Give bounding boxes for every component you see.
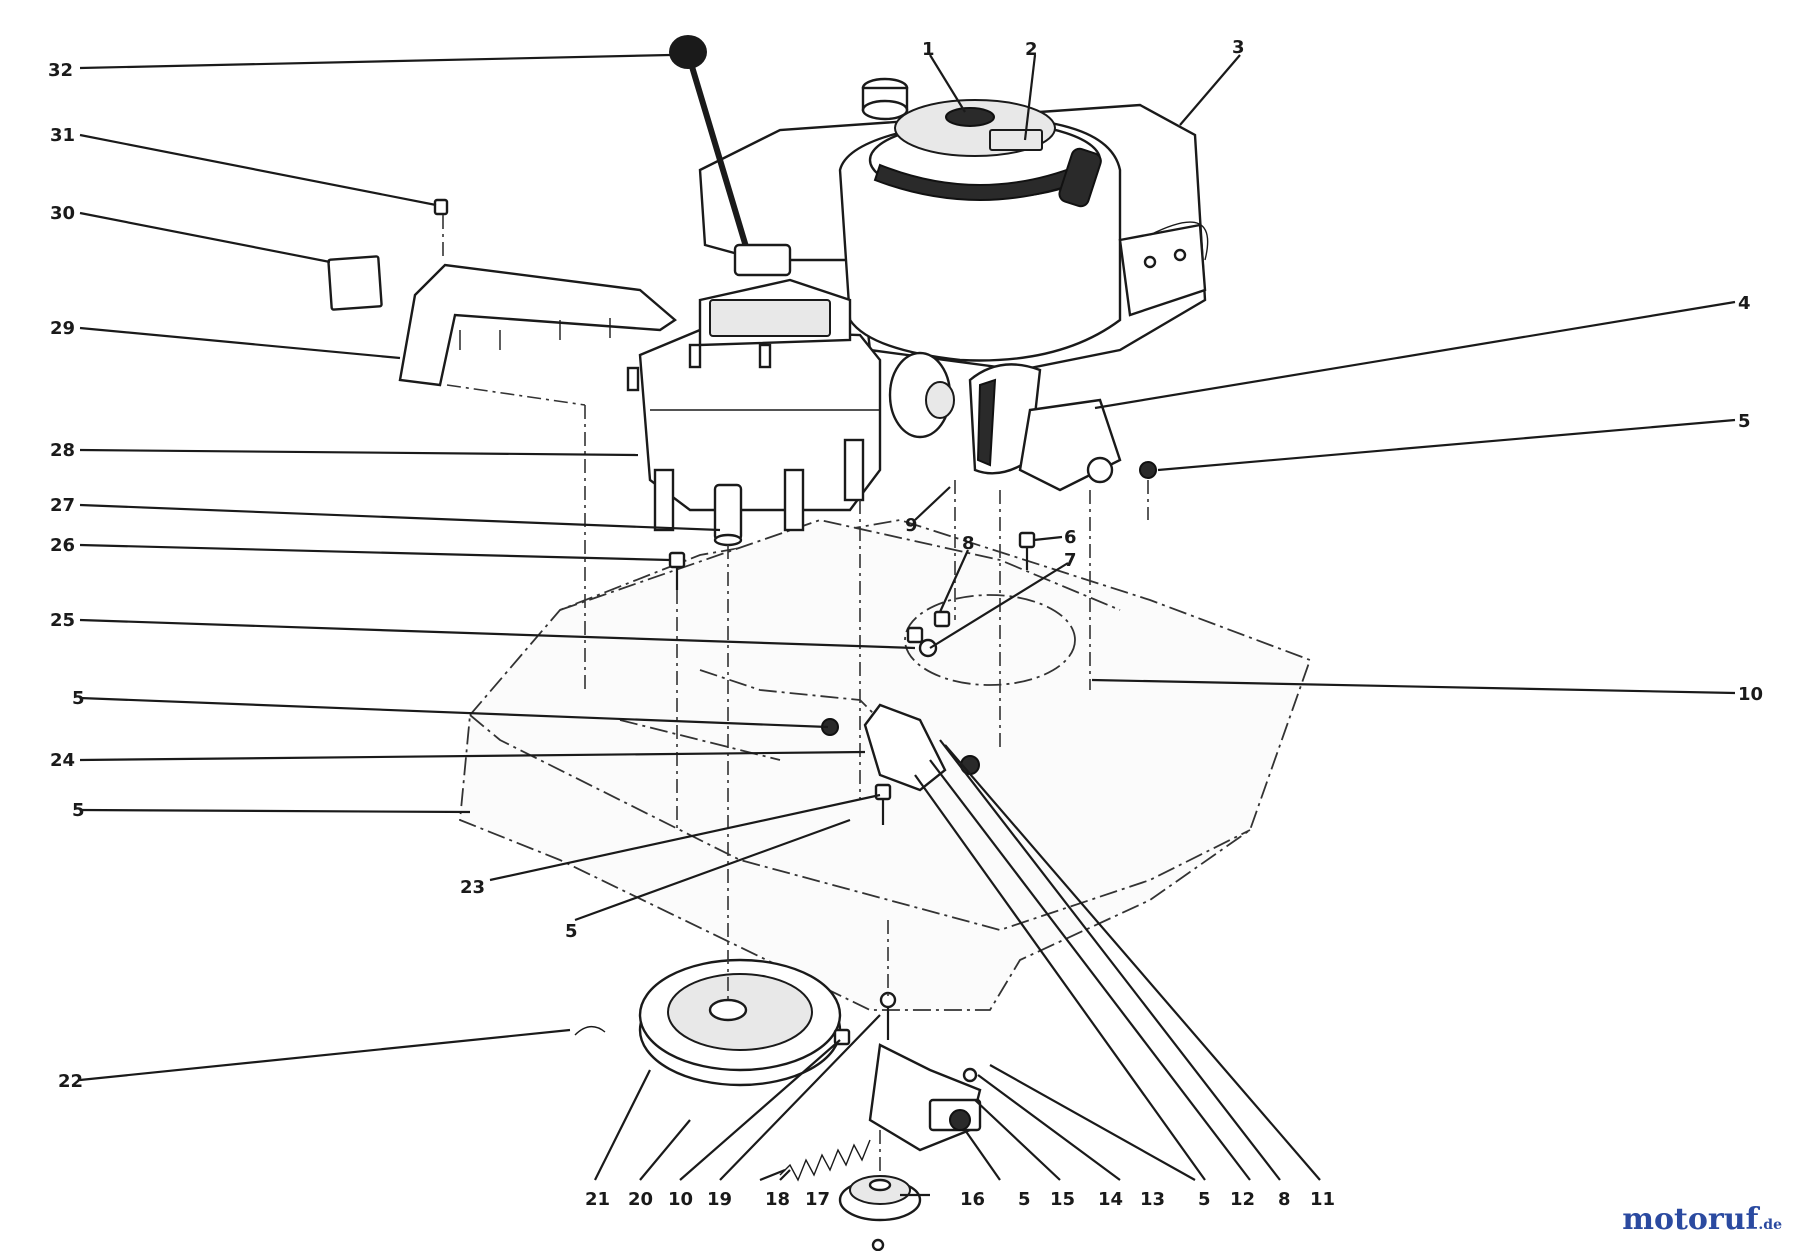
callout-11: 11 — [1310, 1189, 1335, 1210]
watermark-tld: .de — [1758, 1217, 1782, 1233]
callout-3: 3 — [1232, 37, 1245, 58]
callout-8: 8 — [1278, 1189, 1291, 1210]
callout-20: 20 — [628, 1189, 653, 1210]
callout-25: 25 — [50, 610, 75, 631]
callout-31: 31 — [50, 125, 75, 146]
callout-16: 16 — [960, 1189, 985, 1210]
watermark-logo: motoruf.de — [1622, 1202, 1782, 1237]
callout-15: 15 — [1050, 1189, 1075, 1210]
gearbox-housing — [626, 278, 1122, 547]
callout-5: 5 — [565, 921, 578, 942]
callout-7: 7 — [1064, 550, 1077, 571]
callout-24: 24 — [50, 750, 75, 771]
callout-23: 23 — [460, 877, 485, 898]
callout-18: 18 — [765, 1189, 790, 1210]
callout-32: 32 — [48, 60, 73, 81]
assembly-lines — [442, 215, 1149, 1175]
idler-assembly — [759, 1043, 982, 1222]
callout-5: 5 — [1018, 1189, 1031, 1210]
leader-lines — [79, 53, 1736, 1197]
engine-assembly — [698, 77, 1209, 372]
callout-6: 6 — [1064, 527, 1077, 548]
callout-28: 28 — [50, 440, 75, 461]
callout-labels: 32 31 30 29 28 27 26 25 5 24 5 23 5 22 1… — [48, 37, 1763, 1210]
control-lever — [669, 35, 792, 277]
callout-27: 27 — [50, 495, 75, 516]
callout-5: 5 — [1198, 1189, 1211, 1210]
callout-5: 5 — [1738, 411, 1751, 432]
callout-17: 17 — [805, 1189, 830, 1210]
callout-2: 2 — [1025, 39, 1038, 60]
callout-12: 12 — [1230, 1189, 1255, 1210]
callout-26: 26 — [50, 535, 75, 556]
callout-21: 21 — [585, 1189, 610, 1210]
callout-9: 9 — [905, 515, 918, 536]
callout-14: 14 — [1098, 1189, 1123, 1210]
callout-8: 8 — [962, 533, 975, 554]
belt-cover — [327, 255, 677, 387]
hardware-bolts — [433, 198, 1157, 1251]
callout-5: 5 — [72, 800, 85, 821]
callout-4: 4 — [1738, 293, 1751, 314]
callout-29: 29 — [50, 318, 75, 339]
callout-1: 1 — [922, 39, 935, 60]
callout-30: 30 — [50, 203, 75, 224]
callout-13: 13 — [1140, 1189, 1165, 1210]
callout-19: 19 — [707, 1189, 732, 1210]
callout-10: 10 — [1738, 684, 1763, 705]
callout-5: 5 — [72, 688, 85, 709]
drive-pulley — [574, 958, 842, 1087]
callout-22: 22 — [58, 1071, 83, 1092]
callout-10: 10 — [668, 1189, 693, 1210]
watermark-name: motoruf — [1622, 1202, 1759, 1237]
